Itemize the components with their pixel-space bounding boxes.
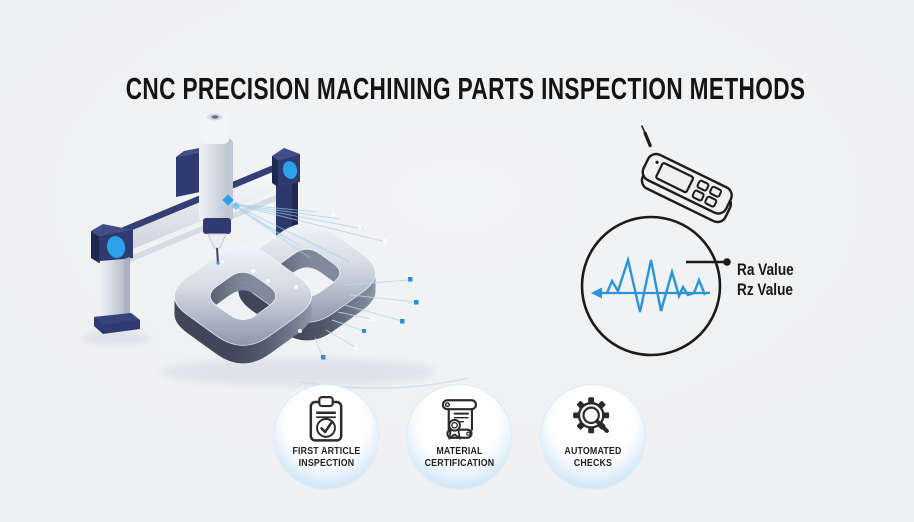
- callout-dot: [723, 258, 731, 266]
- roughness-tester-icon: [640, 125, 733, 224]
- badge-label: AUTOMATED CHECKS: [564, 445, 622, 469]
- badge-label: FIRST ARTICLE INSPECTION: [291, 445, 361, 469]
- cmm-illustration: [82, 113, 469, 389]
- badge-first-article-inspection: FIRST ARTICLE INSPECTION: [274, 385, 378, 489]
- roughness-profile-diagram: [580, 215, 731, 357]
- measure-points: [220, 213, 387, 333]
- ra-value-label: Ra Value: [737, 260, 794, 279]
- waveform-arrow: [591, 287, 602, 299]
- decorative-swoosh: [299, 377, 469, 389]
- badge-automated-checks: AUTOMATED CHECKS: [541, 385, 645, 489]
- certificate-scroll-icon: [441, 399, 478, 440]
- roughness-waveform: [605, 255, 707, 313]
- page-title: CNC PRECISION MACHINING PARTS INSPECTION…: [125, 70, 806, 106]
- roughness-value-labels: Ra Value Rz Value: [737, 260, 808, 300]
- scan-beams: [231, 203, 387, 263]
- rz-value-label: Rz Value: [737, 280, 793, 299]
- clipboard-check-icon: [309, 396, 343, 442]
- badge-label: MATERIAL CERTIFICATION: [424, 445, 494, 469]
- badge-material-certification: MATERIAL CERTIFICATION: [407, 385, 511, 489]
- data-point-network: [314, 277, 419, 360]
- scan-sparkle: [217, 194, 241, 212]
- gear-magnifier-icon: [573, 397, 610, 434]
